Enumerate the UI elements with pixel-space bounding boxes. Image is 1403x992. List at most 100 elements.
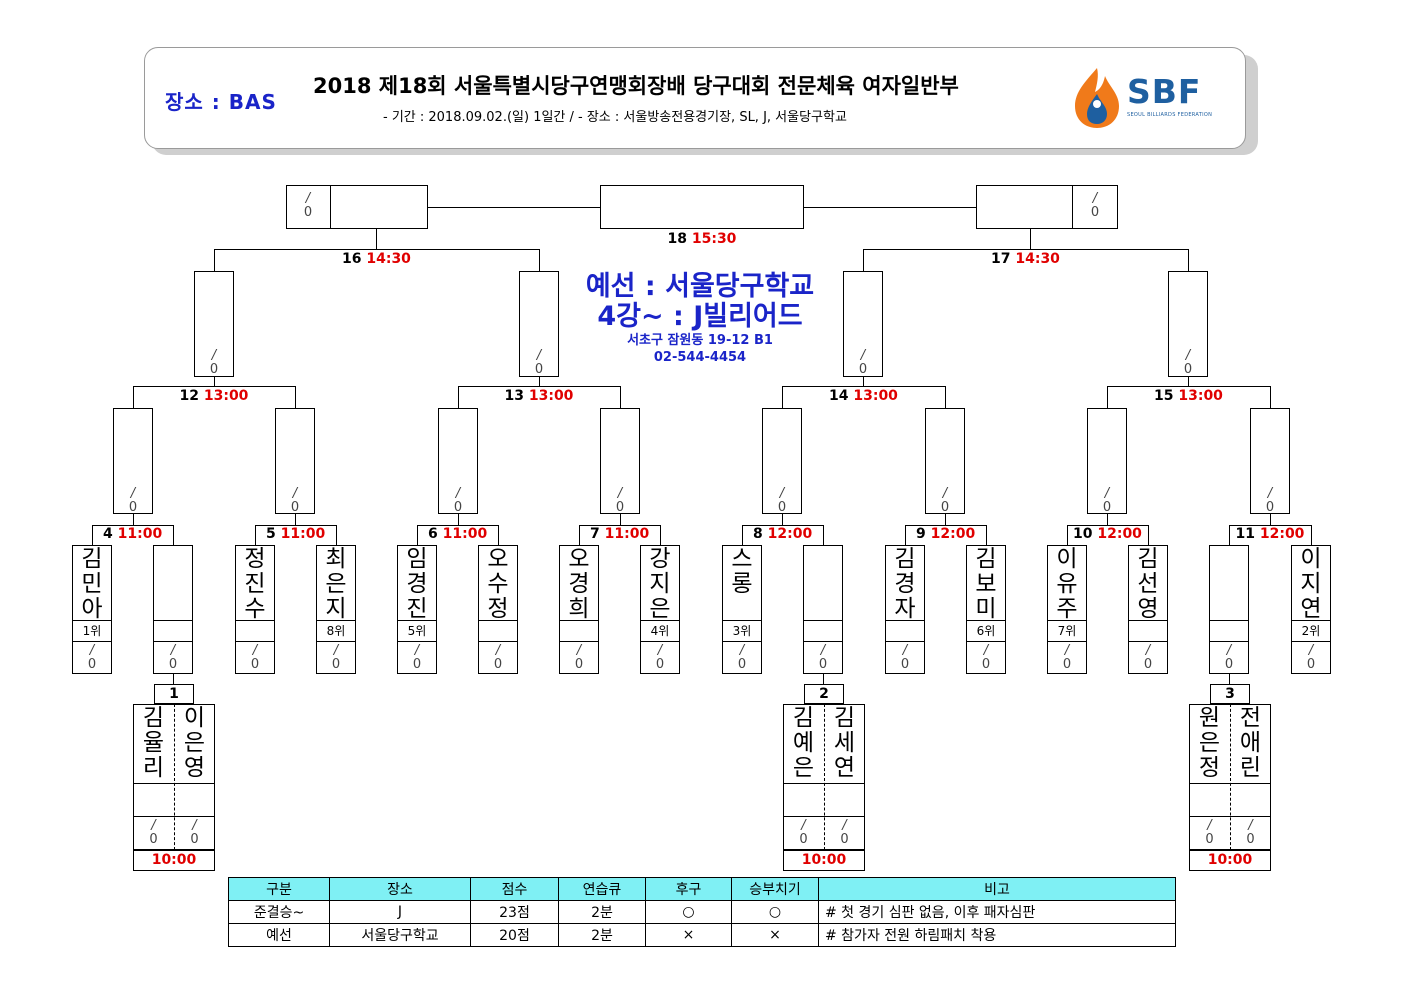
prelim-match-number: 3 — [1210, 684, 1250, 704]
name-char: 진 — [244, 571, 266, 597]
match-number: 7 — [590, 526, 605, 542]
table-cell: 2분 — [558, 900, 646, 924]
name-char: 미 — [975, 596, 997, 622]
score-value: /0 — [519, 349, 559, 377]
bracket-line — [133, 386, 296, 387]
card-divider — [235, 641, 275, 642]
match-number: 8 — [753, 526, 768, 542]
score-value: /0 — [1047, 644, 1087, 672]
header-cell: 구분 — [228, 877, 330, 901]
bracket-line — [782, 386, 946, 387]
header-cell: 점수 — [470, 877, 559, 901]
score-value: /0 — [478, 644, 518, 672]
card-divider — [722, 620, 762, 621]
match-label-6: 6 11:00 — [428, 526, 487, 542]
match-time: 13:00 — [203, 388, 249, 404]
name-char: 희 — [568, 596, 590, 622]
score-part: 0 — [149, 832, 158, 847]
score-part: / — [1226, 643, 1232, 658]
score-part: / — [801, 818, 806, 833]
score-value: /0 — [640, 644, 680, 672]
name-char: 자 — [894, 596, 916, 622]
bracket-line — [428, 207, 600, 208]
prelim-time: 10:00 — [801, 852, 847, 868]
match-number: 4 — [103, 526, 118, 542]
name-char: 은 — [1198, 730, 1221, 756]
score-part: 0 — [940, 500, 950, 515]
name-char: 린 — [1239, 755, 1262, 781]
bracket-line — [742, 525, 824, 526]
card-divider — [1128, 641, 1168, 642]
score-value: /0 — [925, 487, 965, 515]
name-char: 스 — [731, 546, 753, 572]
bracket-line — [945, 386, 946, 408]
name-char: 선 — [1137, 571, 1159, 597]
bracket-line — [823, 525, 824, 545]
score-part: / — [1207, 818, 1212, 833]
table-cell: 2분 — [558, 923, 646, 947]
sf-slot — [1168, 271, 1208, 377]
logo-subtext: SEOUL BILLIARDS FEDERATION — [1127, 112, 1213, 118]
bracket-line — [1107, 386, 1271, 387]
name-char: 김 — [833, 705, 856, 731]
score-part: / — [1104, 486, 1110, 501]
match-time: 12:00 — [767, 526, 813, 542]
header-cell: 후구 — [645, 877, 732, 901]
sf-slot — [843, 271, 883, 377]
qf-slot — [762, 408, 802, 514]
match-label-18: 18 15:30 — [668, 231, 737, 247]
table-cell: 23점 — [470, 900, 559, 924]
score-part: 0 — [818, 657, 828, 672]
table-cell: J — [329, 900, 471, 924]
bracket-line — [782, 514, 783, 525]
bracket-line — [214, 377, 215, 386]
score-part: 0 — [1224, 657, 1234, 672]
score-value: /0 — [1072, 192, 1118, 220]
qf-slot — [600, 408, 640, 514]
score-part: 0 — [1090, 205, 1100, 220]
name-char: 연 — [1300, 596, 1322, 622]
card-divider — [72, 620, 112, 621]
header-cell: 연습큐 — [558, 877, 646, 901]
prelim-row-divider — [1189, 816, 1271, 817]
final-slot-left — [286, 185, 428, 229]
sf-slot — [519, 271, 559, 377]
name-char: 정 — [487, 596, 509, 622]
card-divider — [1209, 641, 1249, 642]
card-divider — [478, 641, 518, 642]
card-divider — [153, 620, 193, 621]
score-part: 0 — [981, 657, 991, 672]
score-part: / — [1308, 643, 1314, 658]
match-number: 18 — [667, 231, 692, 247]
score-value: /0 — [1230, 819, 1271, 847]
score-value: /0 — [843, 349, 883, 377]
score-value: /0 — [722, 644, 762, 672]
match-label-9: 9 12:00 — [916, 526, 975, 542]
match-number: 13 — [504, 388, 529, 404]
name-char: 주 — [1056, 596, 1078, 622]
score-value: /0 — [1168, 349, 1208, 377]
score-value: /0 — [113, 487, 153, 515]
name-char: 정 — [1198, 755, 1221, 781]
name-char: 전 — [1239, 705, 1262, 731]
score-part: 0 — [128, 500, 138, 515]
score-part: 0 — [209, 362, 219, 377]
name-char: 이 — [1056, 546, 1078, 572]
card-divider — [640, 641, 680, 642]
name-char: 은 — [649, 596, 671, 622]
name-char: 경 — [568, 571, 590, 597]
final-divider — [330, 185, 331, 229]
bracket-line — [863, 377, 864, 386]
name-char: 김 — [81, 546, 103, 572]
bracket-line — [1067, 525, 1149, 526]
bracket-line — [173, 525, 174, 545]
bracket-line — [214, 249, 540, 250]
score-value: /0 — [133, 819, 174, 847]
bracket-line — [376, 229, 377, 249]
match-time: 13:00 — [853, 388, 898, 404]
rules-table-header: 구분 장소 점수 연습큐 후구 승부치기 비고 — [228, 877, 1176, 901]
score-value: /0 — [885, 644, 925, 672]
name-char: 강 — [649, 546, 671, 572]
